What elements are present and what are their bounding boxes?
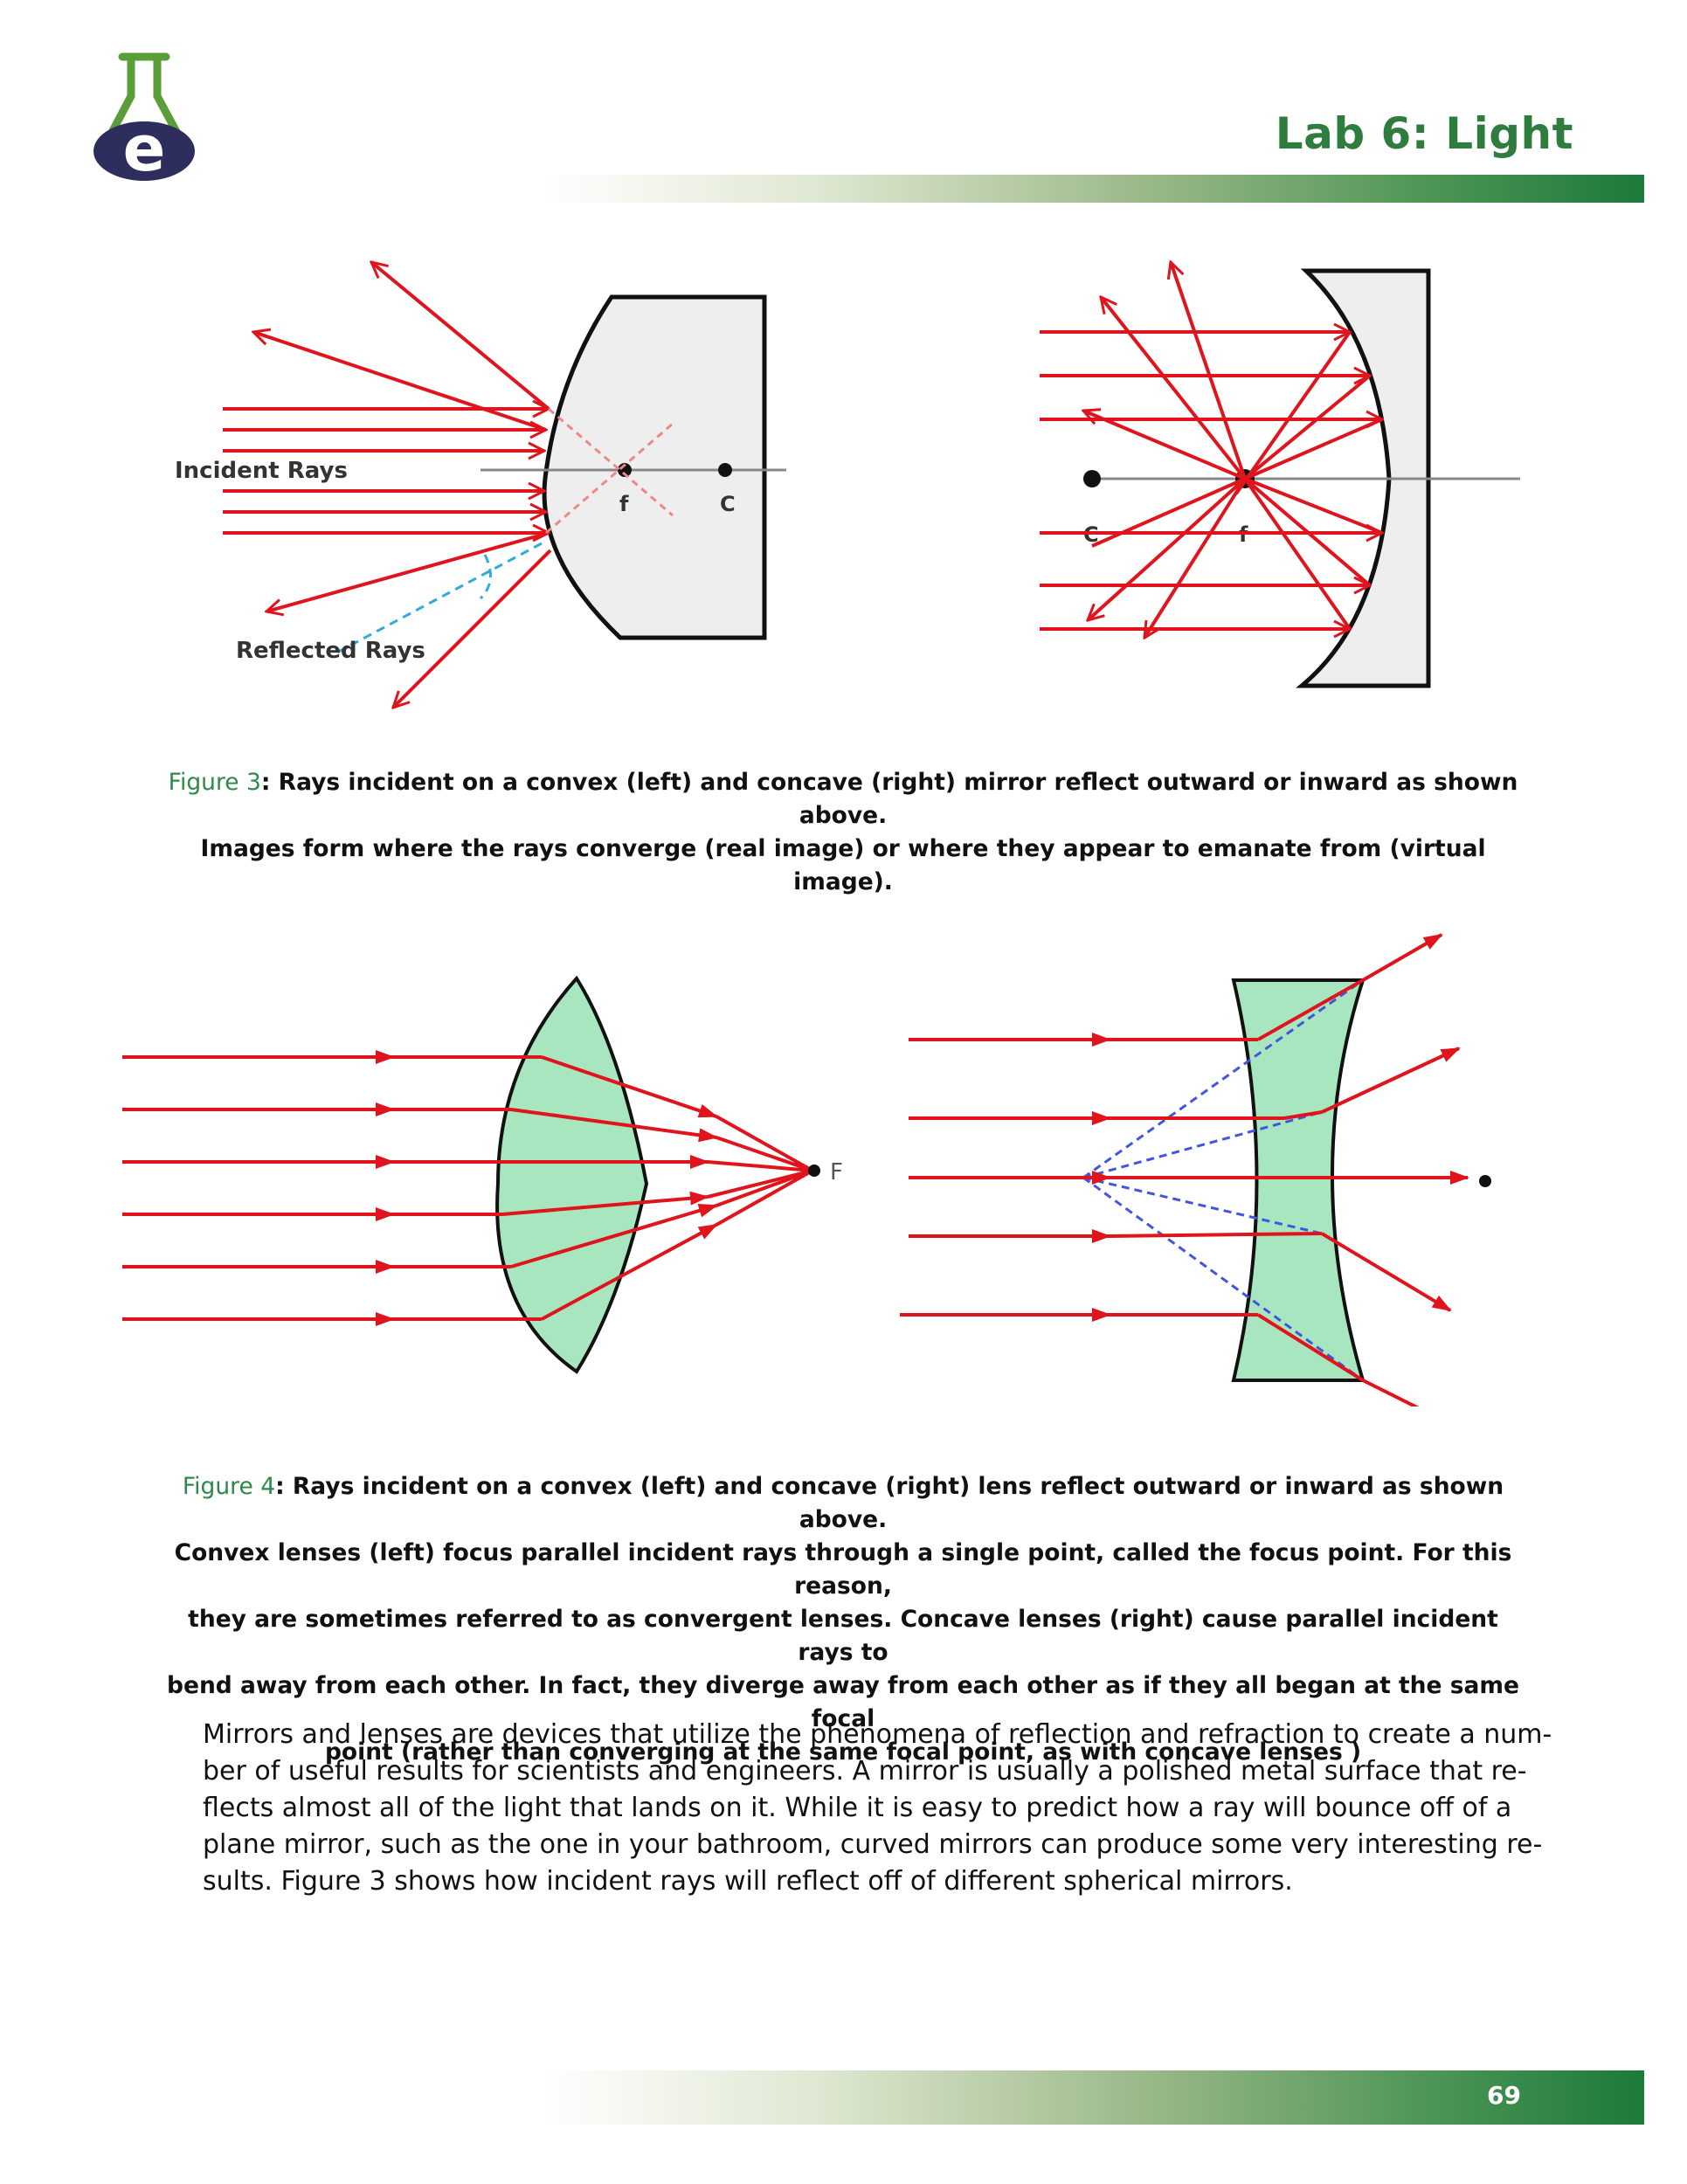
- body-line: plane mirror, such as the one in your ba…: [203, 1829, 1543, 1860]
- body-line: flects almost all of the light that land…: [203, 1793, 1512, 1823]
- figure4-diagram: F: [105, 909, 1503, 1406]
- convex-mirror: f C: [175, 262, 786, 708]
- figure4-caption-line: point (rather than converging at the sam…: [324, 1738, 1362, 1766]
- convex-lens: F: [122, 975, 843, 1374]
- figure4-caption-line: Convex lenses (left) focus parallel inci…: [174, 1539, 1512, 1600]
- page-title: Lab 6: Light: [1275, 108, 1573, 159]
- reflected-rays-label: Reflected Rays: [236, 638, 425, 664]
- figure4-caption: Figure 4: Rays incident on a convex (lef…: [157, 1470, 1529, 1769]
- footer-gradient-bar: [542, 2070, 1644, 2125]
- figure3-caption: Figure 3: Rays incident on a convex (lef…: [157, 766, 1529, 899]
- center-label: C: [720, 492, 736, 516]
- body-line: Mirrors and lenses are devices that util…: [203, 1719, 1552, 1750]
- body-line: sults. Figure 3 shows how incident rays …: [203, 1866, 1293, 1897]
- concave-mirror: C f: [1040, 262, 1520, 688]
- figure3-label: Figure 3: [168, 769, 261, 796]
- body-paragraph: Mirrors and lenses are devices that util…: [203, 1717, 1552, 1900]
- figure4-label: Figure 4: [182, 1473, 276, 1500]
- figure4-caption-line: they are sometimes referred to as conver…: [188, 1606, 1498, 1666]
- logo-letter: e: [123, 112, 166, 183]
- figure3-caption-line: : Rays incident on a convex (left) and c…: [260, 769, 1518, 829]
- flask-logo-icon: e: [93, 52, 195, 183]
- figure3-diagram: f C: [131, 245, 1529, 751]
- body-line: ber of useful results for scientists and…: [203, 1756, 1527, 1787]
- figure4-caption-line: : Rays incident on a convex (left) and c…: [275, 1473, 1504, 1533]
- focus-label: F: [830, 1159, 843, 1185]
- incident-rays-label: Incident Rays: [175, 458, 348, 484]
- focal-label: f: [619, 492, 629, 516]
- concave-lens: [900, 933, 1491, 1406]
- figure3-caption-line: Images form where the rays converge (rea…: [200, 835, 1486, 895]
- figure4-caption-line: bend away from each other. In fact, they…: [167, 1672, 1519, 1732]
- page-number: 69: [1487, 2081, 1521, 2110]
- header-gradient-bar: [542, 175, 1644, 203]
